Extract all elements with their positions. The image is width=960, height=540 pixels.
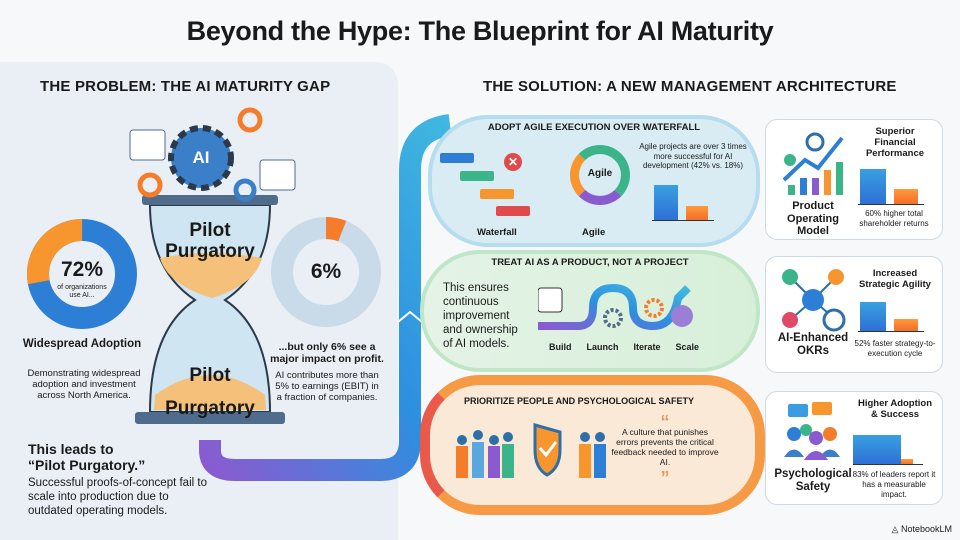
outcome-name-0: Product Operating Model bbox=[787, 200, 839, 237]
bar-primary bbox=[860, 169, 886, 205]
ai-gear-label: AI bbox=[192, 148, 210, 167]
open-quote: “ bbox=[660, 412, 670, 432]
close-icon: ✕ bbox=[504, 153, 522, 171]
solution-heading: THE SOLUTION: A NEW MANAGEMENT ARCHITECT… bbox=[483, 78, 897, 95]
impact-value: 6% bbox=[310, 260, 342, 283]
adoption-title: Widespread Adoption bbox=[22, 338, 142, 350]
step-iterate: Iterate bbox=[633, 342, 661, 352]
close-quote: ” bbox=[660, 468, 670, 488]
people-team-icon bbox=[456, 423, 606, 478]
outcome-title-1: Increased Strategic Agility bbox=[859, 268, 931, 290]
outcome-card-product bbox=[765, 119, 943, 240]
agile-label: Agile bbox=[582, 227, 606, 238]
step-build: Build bbox=[549, 342, 572, 352]
agile-bar-chart bbox=[652, 183, 714, 221]
adoption-value: 72% bbox=[60, 258, 104, 281]
team-chat-icon bbox=[784, 402, 840, 460]
bar-baseline bbox=[894, 318, 918, 332]
shield-check-icon bbox=[533, 423, 562, 477]
hourglass-bottom-label-1: Pilot bbox=[189, 365, 231, 386]
outcome-bars-0 bbox=[858, 165, 924, 205]
brand-label: ◬ NotebookLM bbox=[892, 524, 952, 535]
outcome-desc-2: 83% of leaders report it has a measurabl… bbox=[852, 470, 936, 499]
adoption-donut bbox=[27, 219, 137, 329]
growth-chart-icon bbox=[782, 132, 844, 195]
agile-loop-label: Agile bbox=[587, 168, 613, 179]
brand-text: NotebookLM bbox=[900, 524, 952, 534]
agile-stat: Agile projects are over 3 times more suc… bbox=[639, 142, 747, 170]
product-steps: Build Launch Iterate Scale bbox=[549, 342, 699, 352]
bar-baseline bbox=[901, 458, 913, 465]
bar-primary bbox=[860, 302, 886, 332]
product-lifecycle-icon bbox=[538, 283, 693, 331]
bar-waterfall bbox=[686, 205, 708, 221]
agile-loop-icon bbox=[570, 145, 630, 205]
page-title: Beyond the Hype: The Blueprint for AI Ma… bbox=[186, 16, 774, 46]
bar-agile bbox=[654, 185, 678, 221]
outcome-title-2: Higher Adoption & Success bbox=[857, 398, 933, 420]
waterfall-icon: ✕ bbox=[440, 153, 530, 218]
hourglass-top-label: Pilot Purgatory bbox=[165, 220, 255, 262]
okr-network-icon bbox=[782, 269, 846, 332]
outcome-desc-0: 60% higher total shareholder returns bbox=[859, 209, 929, 228]
product-desc: This ensures continuous improvement and … bbox=[443, 282, 518, 350]
impact-title: ...but only 6% see a major impact on pro… bbox=[270, 341, 384, 365]
problem-heading: THE PROBLEM: THE AI MATURITY GAP bbox=[40, 78, 331, 95]
adoption-desc: Demonstrating widespread adoption and in… bbox=[27, 368, 141, 401]
outcome-bars-2 bbox=[853, 425, 923, 465]
bar-primary bbox=[853, 435, 901, 465]
product-heading: TREAT AI AS A PRODUCT, NOT A PROJECT bbox=[491, 257, 689, 268]
people-quote: A culture that punishes errors prevents … bbox=[611, 427, 719, 467]
step-launch: Launch bbox=[586, 342, 619, 352]
impact-desc: AI contributes more than 5% to earnings … bbox=[275, 370, 379, 403]
leads-desc: Successful proofs-of-concept fail to sca… bbox=[28, 477, 207, 517]
ai-gear-icon bbox=[129, 107, 296, 202]
people-heading: PRIORITIZE PEOPLE AND PSYCHOLOGICAL SAFE… bbox=[463, 396, 695, 406]
outcome-desc-1: 52% faster strategy-to-execution cycle bbox=[854, 339, 936, 358]
step-scale: Scale bbox=[675, 342, 699, 352]
waterfall-label: Waterfall bbox=[477, 227, 517, 238]
hourglass-bottom-label-2: Purgatory bbox=[165, 398, 255, 419]
outcome-title-0: Superior Financial Performance bbox=[865, 126, 925, 159]
leads-title: This leads to “Pilot Purgatory.” bbox=[28, 441, 146, 473]
adoption-sub: of organizations use AI... bbox=[57, 284, 107, 299]
bar-baseline bbox=[894, 188, 918, 205]
impact-donut bbox=[271, 217, 381, 327]
notebooklm-logo-icon: ◬ bbox=[891, 524, 901, 534]
outcome-name-1: AI-Enhanced OKRs bbox=[777, 332, 849, 357]
agile-heading: ADOPT AGILE EXECUTION OVER WATERFALL bbox=[487, 122, 701, 133]
outcome-name-2: Psychological Safety bbox=[774, 468, 852, 493]
outcome-bars-1 bbox=[858, 298, 924, 332]
